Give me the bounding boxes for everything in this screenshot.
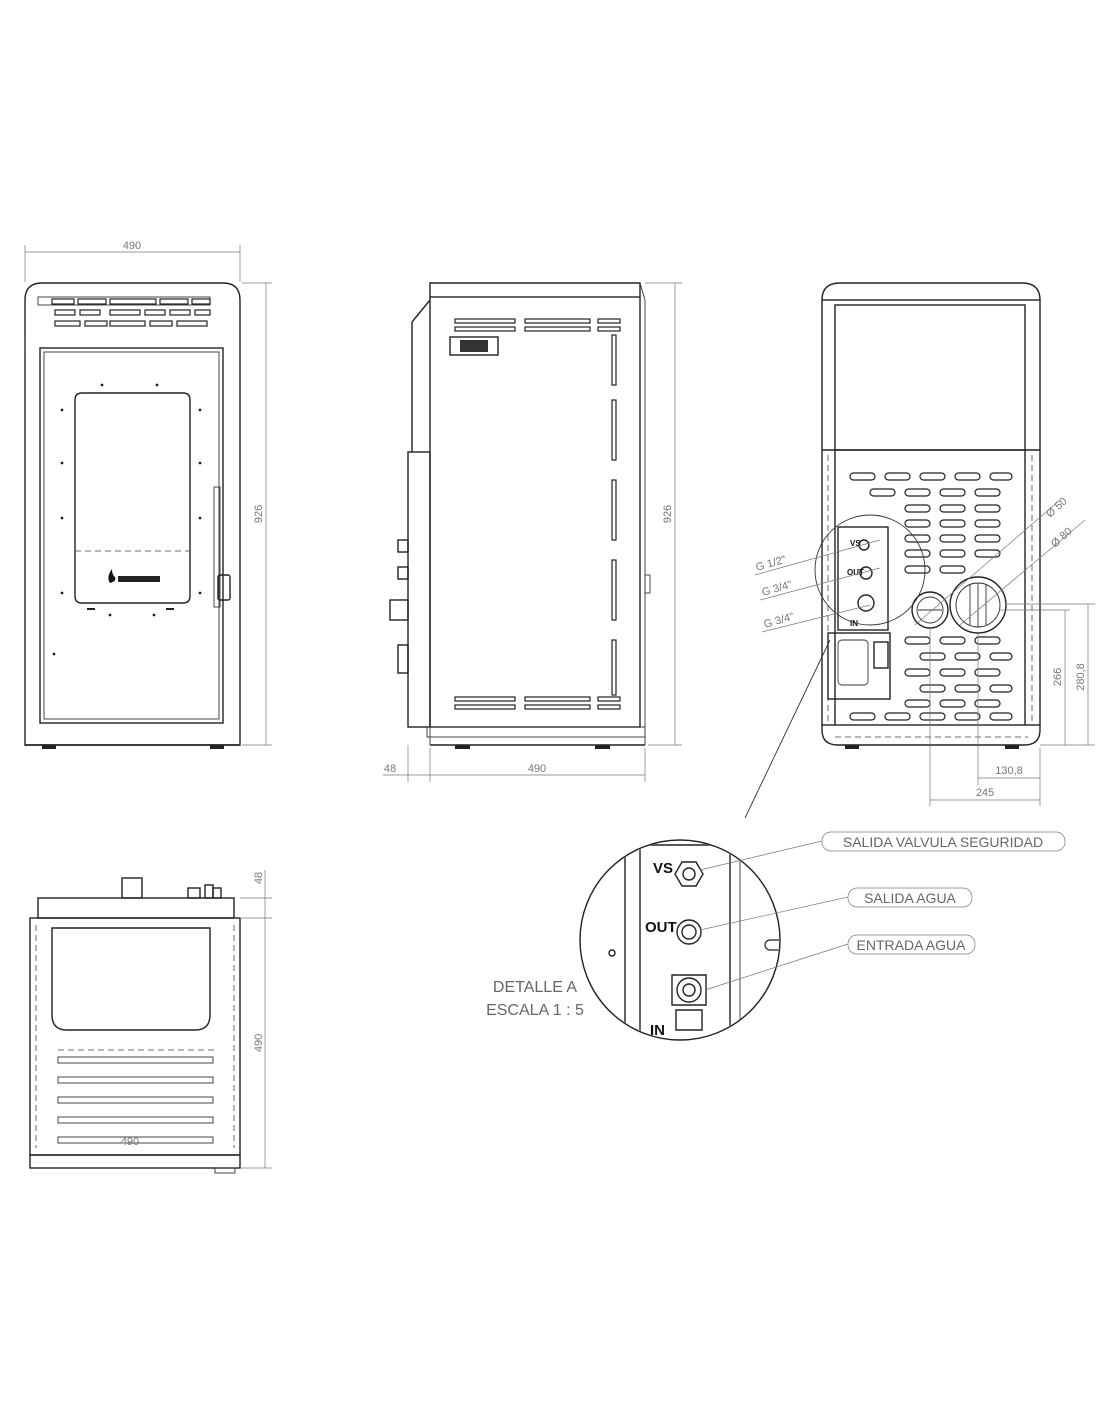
- label-water-inlet: ENTRADA AGUA: [857, 937, 967, 953]
- side-offset-dim: 48: [384, 763, 396, 775]
- front-width-dim: 490: [123, 240, 141, 252]
- detail-marker-out: OUT: [645, 919, 677, 936]
- width-245: 245: [976, 787, 994, 799]
- side-view: 48 490 926: [383, 282, 682, 782]
- detail-a: VS OUT IN SALIDA VALVULA SEGURIDAD SALID…: [486, 639, 1066, 1041]
- logo: [108, 569, 160, 583]
- detail-marker-in: IN: [650, 1022, 665, 1039]
- detail-marker-vs: VS: [653, 860, 673, 877]
- detail-scale: ESCALA 1 : 5: [486, 1002, 584, 1019]
- label-water-outlet: SALIDA AGUA: [864, 890, 956, 906]
- top-width-dim: 490: [121, 1136, 139, 1148]
- diameter-50: Ø 50: [1044, 495, 1070, 520]
- top-vent-lines: [57, 1056, 214, 1144]
- top-depth-dim: 490: [253, 1034, 265, 1052]
- detail-title: DETALLE A: [493, 979, 578, 996]
- back-marker-in: IN: [850, 619, 858, 628]
- glass-window: [74, 392, 191, 604]
- side-vent-slots: [454, 318, 621, 710]
- back-grille-slots: [849, 472, 1013, 721]
- height-280-8: 280,8: [1075, 663, 1087, 691]
- back-marker-out: OUT: [847, 568, 864, 577]
- detail-a-circle: [814, 514, 926, 626]
- front-view: 490 926: [24, 240, 272, 749]
- thread-out: G 3/4": [761, 579, 794, 599]
- width-130-8: 130,8: [995, 765, 1023, 777]
- front-vent-slots: [51, 298, 211, 327]
- pellet-hopper: [51, 927, 211, 1031]
- back-view: VS OUT IN G 1/2" G 3/4" G 3/4" Ø 50 Ø 80…: [755, 282, 1095, 806]
- side-width-dim: 490: [528, 763, 546, 775]
- top-view: 490 48 490: [29, 870, 272, 1174]
- height-266: 266: [1052, 668, 1064, 686]
- front-height-dim: 926: [253, 505, 265, 523]
- side-height-dim: 926: [662, 505, 674, 523]
- label-safety-valve-outlet: SALIDA VALVULA SEGURIDAD: [843, 834, 1043, 850]
- back-marker-vs: VS: [850, 539, 861, 548]
- top-offset-dim: 48: [253, 872, 265, 884]
- diameter-80: Ø 80: [1049, 525, 1075, 550]
